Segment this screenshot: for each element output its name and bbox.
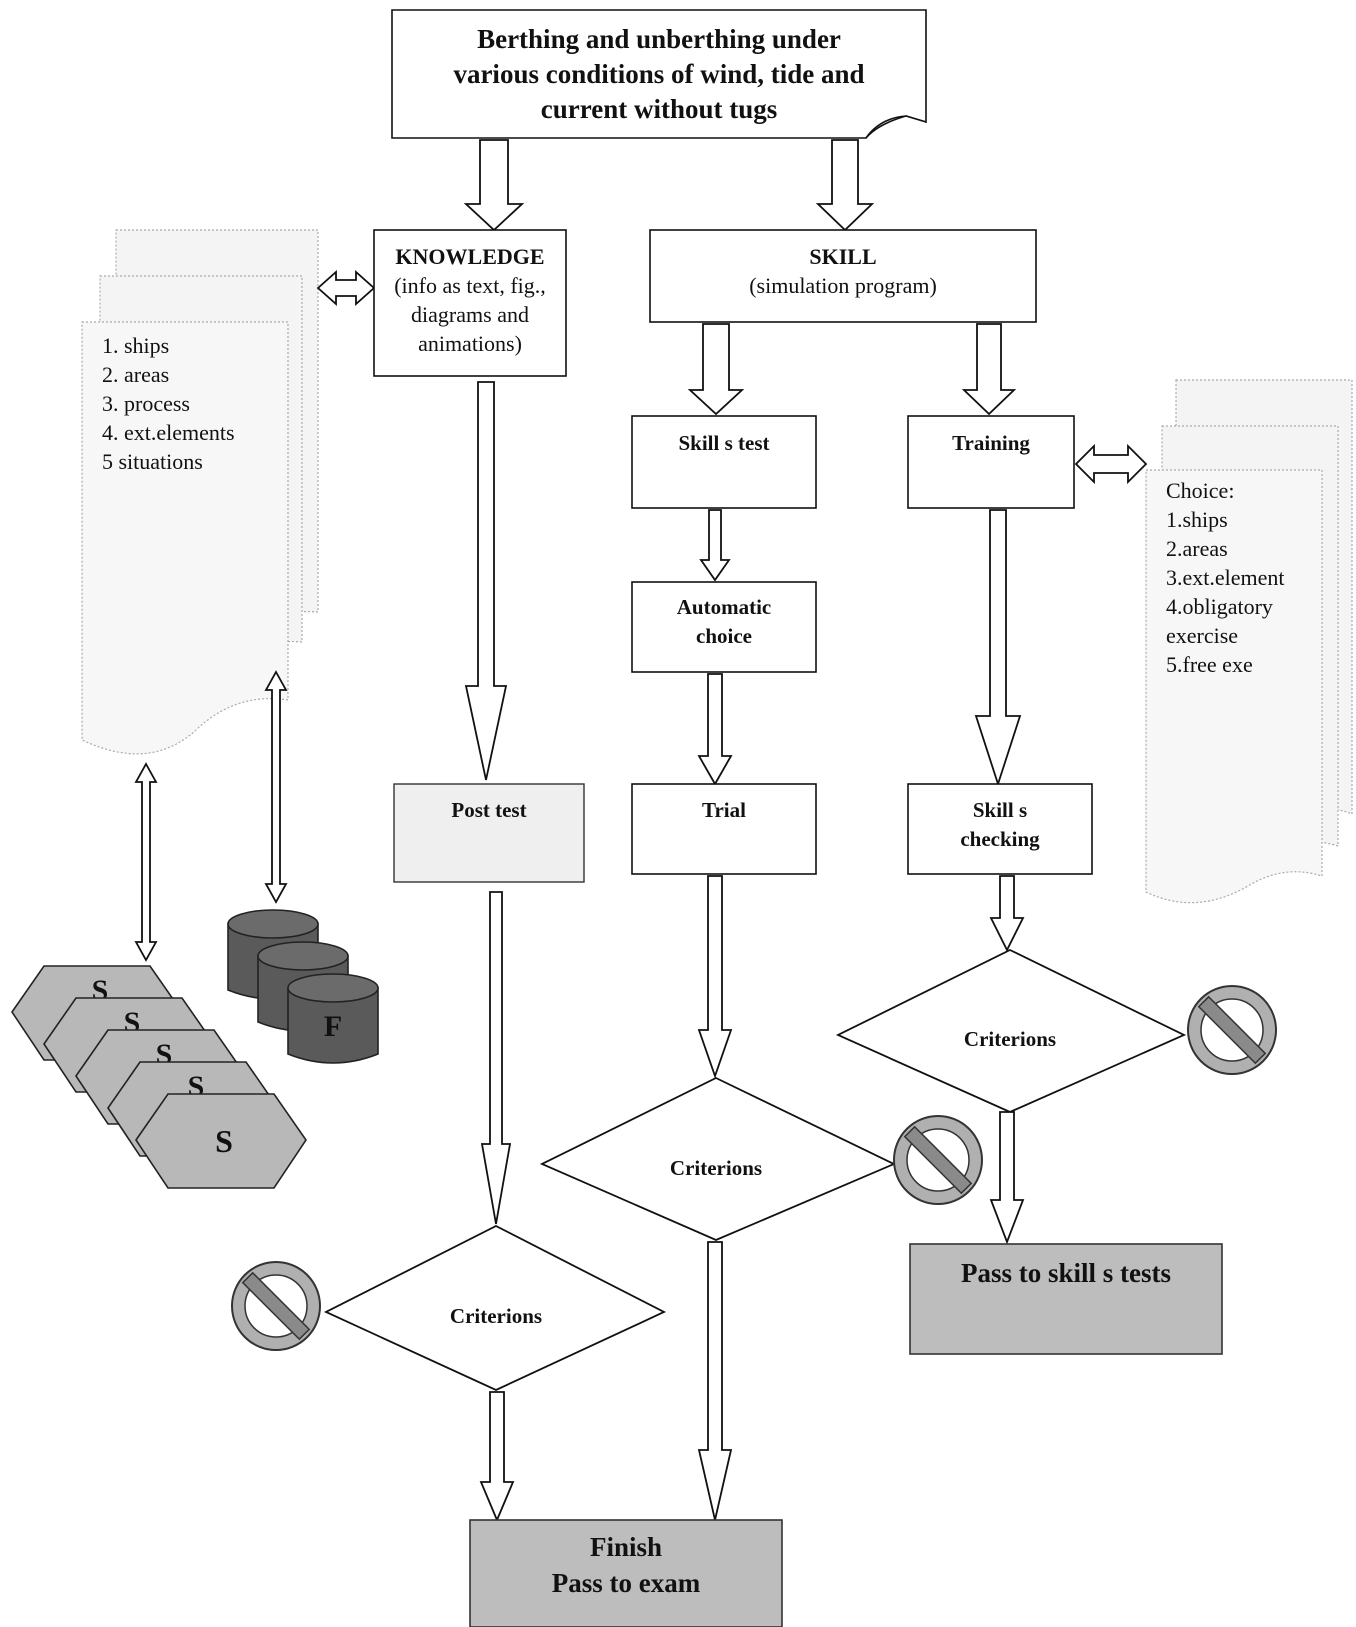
arrow-skills-test-to-automatic [699,509,731,582]
pass-skills-box: Pass to skill s tests [909,1243,1223,1355]
arrow-criterion-to-pass-skills [989,1111,1025,1245]
skills-checking-line-1: Skill s [973,798,1027,822]
knowledge-line-1: (info as text, fig., [394,273,546,298]
no-sign-knowledge [231,1261,321,1351]
criterion-trial-diamond: Criterions [539,1076,897,1241]
left-doc-item-2: 2. areas [102,362,169,387]
criterion-knowledge-diamond: Criterions [323,1224,667,1391]
pass-skills-label: Pass to skill s tests [961,1258,1171,1288]
double-arrow-doc-hexagons [134,762,158,962]
double-arrow-doc-knowledge [316,269,376,307]
right-doc-item-4: 4.obligatory [1166,594,1273,619]
arrow-trial-to-criterion [697,875,733,1079]
top-box-line-2: various conditions of wind, tide and [453,59,864,89]
skills-checking-box: Skill s checking [907,783,1093,875]
arrow-top-to-skill [815,139,875,232]
database-cylinders: F [227,909,379,1064]
skills-test-box: Skill s test [631,415,817,509]
top-box-line-3: current without tugs [541,94,778,124]
training-box: Training [907,415,1075,509]
skill-box: SKILL (simulation program) [649,229,1037,323]
no-sign-training [1187,985,1277,1075]
right-doc-item-6: 5.free exe [1166,652,1253,677]
double-arrow-doc-database [264,670,288,904]
knowledge-title: KNOWLEDGE [395,244,544,269]
arrow-checking-to-criterion [989,875,1025,953]
arrow-knowledge-to-post-test [464,381,508,781]
knowledge-line-3: animations) [418,331,522,356]
hexagon-front-letter: S [215,1123,233,1159]
trial-box: Trial [631,783,817,875]
knowledge-box: KNOWLEDGE (info as text, fig., diagrams … [373,229,567,377]
right-document-stack: Choice: 1.ships 2.areas 3.ext.element 4.… [1145,379,1353,904]
left-document-stack: 1. ships 2. areas 3. process 4. ext.elem… [81,229,319,755]
left-doc-item-3: 3. process [102,391,190,416]
hexagon-stack: S S S S S [11,965,307,1189]
arrow-criterion-trial-to-finish [697,1241,733,1521]
right-doc-heading: Choice: [1166,478,1234,503]
trial-label: Trial [702,798,746,822]
arrow-top-to-knowledge [463,139,525,232]
automatic-choice-line-2: choice [696,624,752,648]
arrow-training-to-checking [974,509,1022,787]
arrow-post-test-to-criterion [480,891,512,1225]
knowledge-line-2: diagrams and [411,302,529,327]
skills-checking-line-2: checking [960,827,1040,851]
no-sign-trial [893,1115,983,1205]
arrow-criterion-knowledge-to-finish [479,1391,515,1523]
skills-test-label: Skill s test [678,431,769,455]
skill-title: SKILL [809,244,876,269]
training-label: Training [952,431,1030,455]
automatic-choice-line-1: Automatic [677,595,771,619]
right-doc-item-1: 1.ships [1166,507,1228,532]
arrow-skill-to-training [961,323,1017,416]
left-doc-item-5: 5 situations [102,449,203,474]
finish-line-1: Finish [590,1532,662,1562]
database-letter: F [324,1010,342,1043]
double-arrow-training-doc [1074,443,1148,485]
top-box-line-1: Berthing and unberthing under [477,24,841,54]
right-doc-item-5: exercise [1166,623,1238,648]
left-doc-item-1: 1. ships [102,333,169,358]
automatic-choice-box: Automatic choice [631,581,817,673]
arrow-skill-to-skills-test [687,323,745,416]
right-doc-item-2: 2.areas [1166,536,1228,561]
criterion-trial-label: Criterions [670,1156,762,1180]
skill-subtitle: (simulation program) [749,273,937,298]
arrow-automatic-to-trial [697,673,733,786]
criterion-training-label: Criterions [964,1027,1056,1051]
criterion-training-diamond: Criterions [835,948,1187,1113]
left-doc-item-4: 4. ext.elements [102,420,235,445]
right-doc-item-3: 3.ext.element [1166,565,1285,590]
post-test-label: Post test [451,798,526,822]
top-box: Berthing and unberthing under various co… [391,9,927,139]
post-test-box: Post test [393,783,585,883]
finish-box: Finish Pass to exam [469,1519,783,1627]
criterion-knowledge-label: Criterions [450,1304,542,1328]
finish-line-2: Pass to exam [552,1568,701,1598]
